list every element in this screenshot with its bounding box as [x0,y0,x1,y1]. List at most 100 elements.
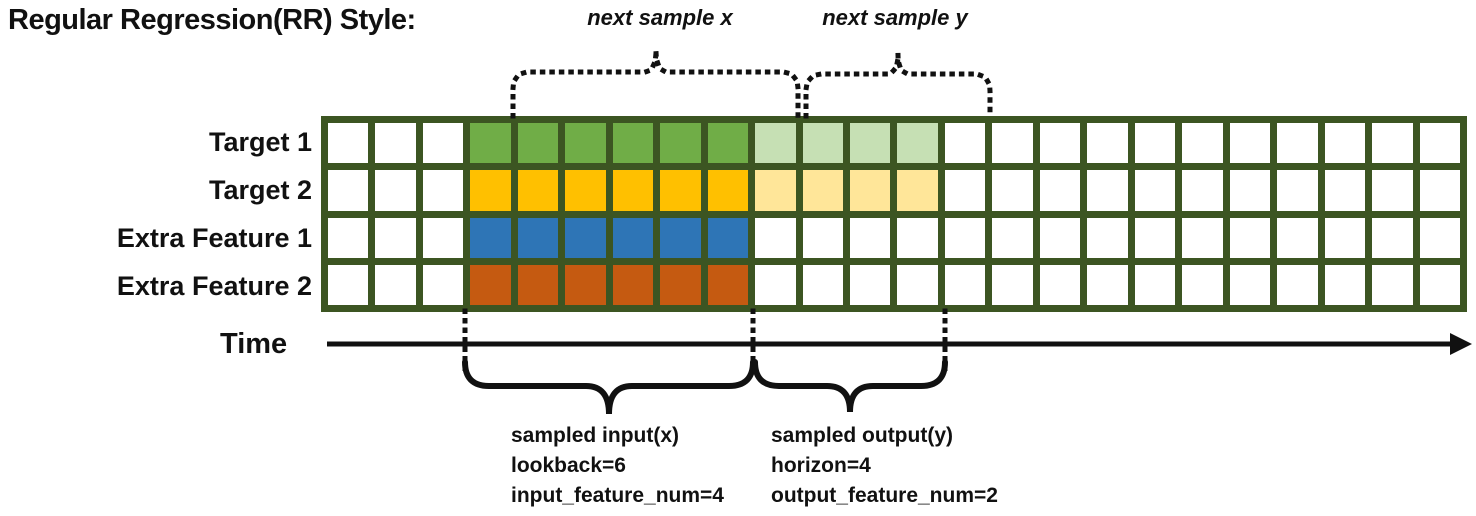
sampled-output-title: sampled output(y) [771,424,953,447]
grid-cell [565,217,606,258]
timeline-grid [321,116,1467,312]
horizon-value: horizon=4 [771,454,871,477]
row-label-target-1: Target 1 [208,127,312,157]
grid-cell [1419,217,1460,258]
grid-cell [1182,123,1223,164]
grid-cell [1277,217,1318,258]
grid-cell [1039,123,1081,164]
grid-cell [850,217,891,258]
grid-cell [1324,217,1366,258]
grid-cell [1134,264,1176,305]
grid-cell [944,217,986,258]
grid-cell [850,264,891,305]
grid-cell [328,264,369,305]
grid-cell [612,170,654,211]
grid-cell [897,123,938,164]
grid-cell [1277,170,1318,211]
grid-cell [660,217,701,258]
grid-cell [707,217,749,258]
row-label-extra-feature-2: Extra Feature 2 [116,271,312,301]
grid-cell [660,264,701,305]
grid-cell [565,264,606,305]
grid-cell [1324,264,1366,305]
grid-cell [1229,217,1271,258]
grid-cell [1419,170,1460,211]
grid-cell [1087,264,1128,305]
next-sample-x-label: next sample x [587,5,733,30]
grid-cell [660,170,701,211]
grid-cell [1229,170,1271,211]
grid-cell [1039,217,1081,258]
grid-cell [802,264,844,305]
next-sample-x-brace [510,49,801,119]
grid-cell [1182,217,1223,258]
grid-cell [707,264,749,305]
grid-cell [1372,217,1413,258]
grid-cell [612,264,654,305]
grid-cell [517,264,559,305]
grid-cell [707,123,749,164]
grid-cell [1039,170,1081,211]
lookback-value: lookback=6 [511,454,626,477]
grid-cell [802,170,844,211]
next-sample-y-brace [803,53,993,119]
grid-cell [612,217,654,258]
row-label-extra-feature-1: Extra Feature 1 [116,223,312,253]
diagram-title: Regular Regression(RR) Style: [8,4,416,36]
sampled-input-brace [462,359,756,415]
grid-cell [1372,123,1413,164]
grid-cell [755,123,796,164]
grid-cell [897,217,938,258]
time-axis-arrowhead [1450,333,1472,355]
grid-cell [755,170,796,211]
grid-cell [612,123,654,164]
grid-cell [660,123,701,164]
grid-cell [992,170,1033,211]
grid-cell [1087,217,1128,258]
row-label-target-2: Target 2 [208,175,312,205]
grid-cell [375,170,416,211]
grid-cell [470,123,511,164]
grid-cell [1039,264,1081,305]
next-sample-y-label: next sample y [822,5,968,30]
grid-cell [992,217,1033,258]
grid-cell [944,123,986,164]
grid-cell [992,123,1033,164]
grid-cell [375,217,416,258]
output-feature-num-value: output_feature_num=2 [771,484,998,507]
time-axis-label: Time [220,328,288,360]
grid-cell [850,123,891,164]
grid-cell [1277,264,1318,305]
grid-cell [1229,264,1271,305]
grid-cell [1087,170,1128,211]
grid-cell [850,170,891,211]
grid-cell [802,217,844,258]
grid-cell [565,170,606,211]
input-feature-num-value: input_feature_num=4 [511,484,724,507]
grid-cell [328,170,369,211]
grid-cell [1134,217,1176,258]
grid-cell [1419,264,1460,305]
grid-cell [375,264,416,305]
grid-cell [897,170,938,211]
grid-cell [517,217,559,258]
grid-cell [944,264,986,305]
grid-cell [1372,264,1413,305]
grid-cell [328,217,369,258]
grid-cell [565,123,606,164]
grid-cell [992,264,1033,305]
grid-cell [755,217,796,258]
grid-cell [422,264,464,305]
grid-cell [707,170,749,211]
grid-cell [802,123,844,164]
grid-cell [1182,170,1223,211]
grid-cell [755,264,796,305]
grid-cell [944,170,986,211]
grid-cell [470,170,511,211]
grid-cell [1277,123,1318,164]
grid-cell [1419,123,1460,164]
grid-cell [1134,123,1176,164]
grid-cell [422,217,464,258]
sampled-output-annotation: sampled output(y) horizon=4 output_featu… [771,421,998,511]
